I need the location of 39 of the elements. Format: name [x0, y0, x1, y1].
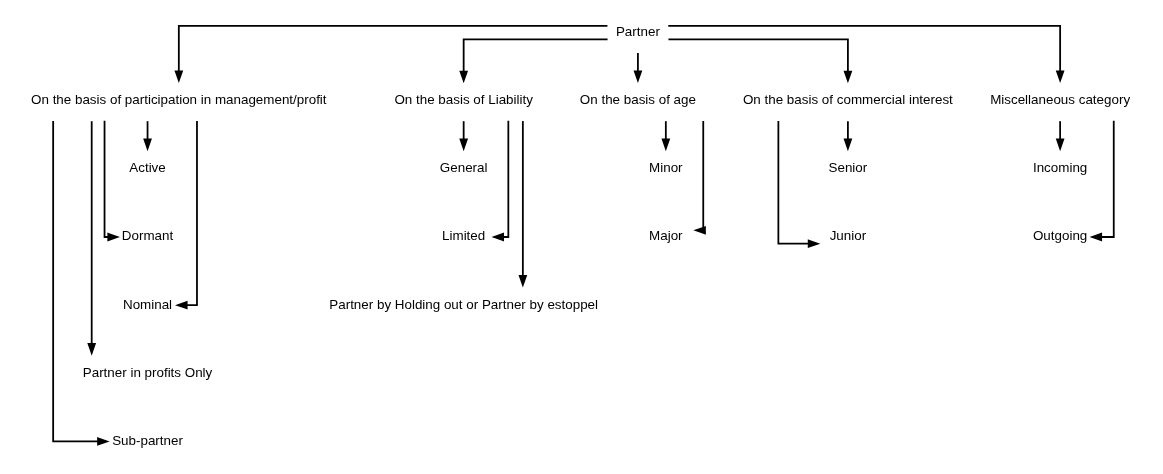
arrow — [661, 120, 671, 152]
arrow — [143, 120, 152, 152]
arrow — [174, 25, 609, 83]
node-text: Miscellaneous category — [990, 92, 1131, 108]
node-text: On the basis of participation in management/profit — [31, 92, 327, 108]
arrow — [459, 120, 469, 152]
node-text: Nominal — [122, 296, 173, 312]
arrow — [667, 25, 1065, 83]
arrow — [103, 119, 120, 242]
node-text: Sub-partner — [112, 432, 183, 448]
node-text: On the basis of Liability — [394, 92, 533, 108]
node-text: Outgoing — [1032, 228, 1088, 244]
node-text: Active — [129, 160, 166, 176]
arrow — [491, 119, 510, 242]
node-text: Partner — [615, 24, 660, 40]
node-text: On the basis of commercial interest — [742, 92, 953, 108]
node-text: Major — [649, 228, 683, 244]
node-text: Senior — [828, 160, 868, 176]
arrow — [693, 120, 706, 235]
arrow — [175, 120, 198, 310]
arrow — [843, 120, 853, 152]
node-text: Partner in profits Only — [82, 364, 213, 380]
node-text: Minor — [649, 160, 683, 176]
arrow — [52, 120, 110, 446]
node-text: On the basis of age — [579, 92, 696, 108]
node-text: Junior — [829, 228, 867, 244]
arrow — [87, 120, 97, 356]
arrow — [667, 38, 853, 84]
arrow — [777, 120, 821, 249]
arrow — [459, 38, 609, 84]
node-text: Incoming — [1032, 160, 1088, 176]
arrow — [518, 120, 528, 288]
arrow — [1089, 119, 1115, 242]
arrow — [1055, 120, 1065, 152]
arrow — [633, 52, 643, 83]
node-text: Partner by Holding out or Partner by estoppel — [329, 296, 599, 312]
node-text: General — [439, 160, 488, 176]
node-text: Dormant — [121, 228, 174, 244]
node-text: Limited — [442, 228, 486, 244]
